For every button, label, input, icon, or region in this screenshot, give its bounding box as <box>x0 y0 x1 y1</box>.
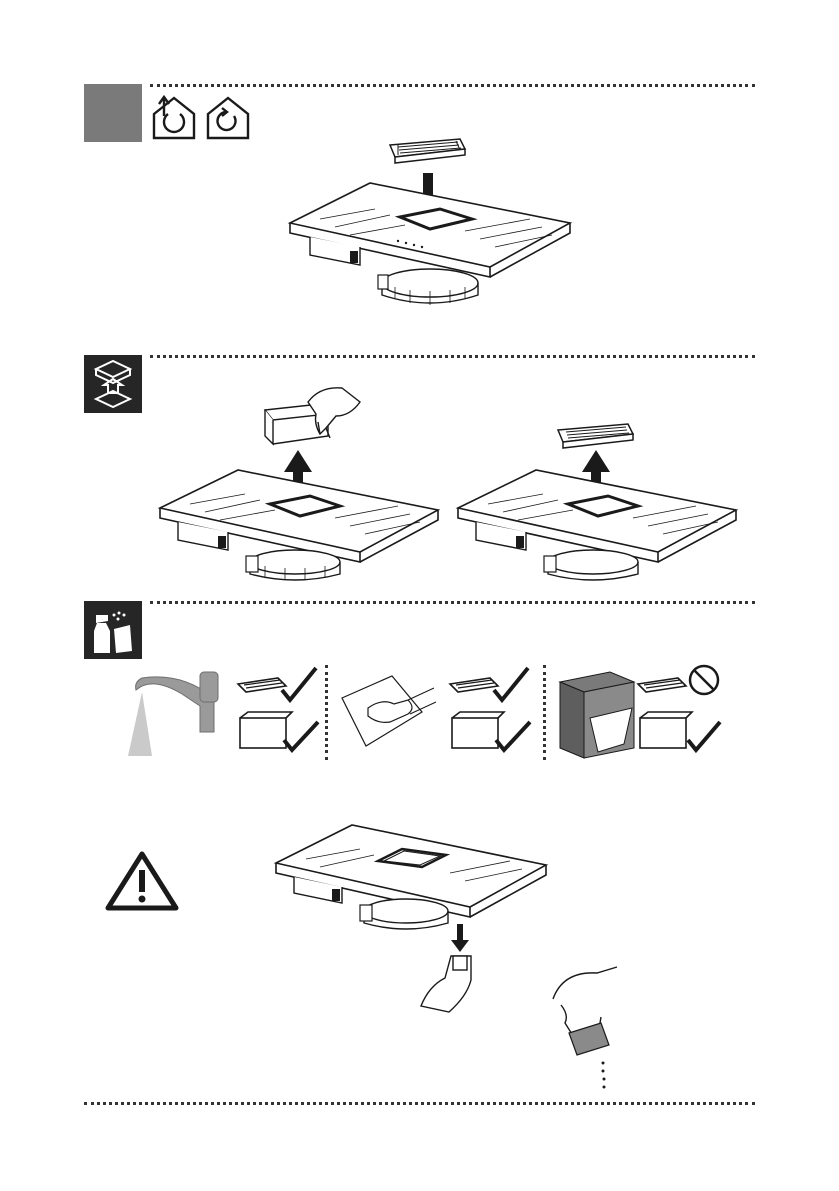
lift-out-icon <box>84 355 142 413</box>
method-dishwasher-results <box>634 664 726 760</box>
check-icon <box>494 668 528 700</box>
hand-wash-illustration <box>338 668 438 758</box>
step-badge <box>84 84 142 142</box>
drain-cap-removal-illustration <box>415 920 485 1020</box>
recirculation-mode-alt-icon <box>204 94 252 140</box>
faucet-rinse-illustration <box>122 668 232 758</box>
section-divider <box>150 84 755 87</box>
section-divider <box>150 355 755 358</box>
check-icon <box>688 722 720 750</box>
grease-filter-icon <box>238 678 286 692</box>
drain-pour-illustration <box>545 965 635 1093</box>
not-allowed-icon <box>690 666 718 694</box>
section-divider <box>150 601 755 604</box>
grease-filter <box>390 139 465 163</box>
check-icon <box>284 722 318 750</box>
method-separator <box>325 665 328 760</box>
method-hand-wash-results <box>446 664 536 760</box>
grease-filter <box>558 424 633 448</box>
warning-icon <box>104 850 180 912</box>
cooktop-filter-removal-illustration <box>448 420 743 585</box>
cooktop-tray-removal-illustration <box>150 380 445 585</box>
recirculation-mode-icon <box>150 94 198 140</box>
spray-cleaner-icon <box>84 601 142 659</box>
section-divider <box>84 1102 755 1105</box>
check-icon <box>496 722 530 750</box>
method-separator <box>543 665 546 760</box>
cooktop-filter-insert-illustration <box>280 135 580 305</box>
check-icon <box>282 668 316 700</box>
dishwasher-illustration <box>558 668 638 760</box>
method-tap-water-results <box>234 664 324 760</box>
cooktop-drain-illustration <box>270 815 550 945</box>
